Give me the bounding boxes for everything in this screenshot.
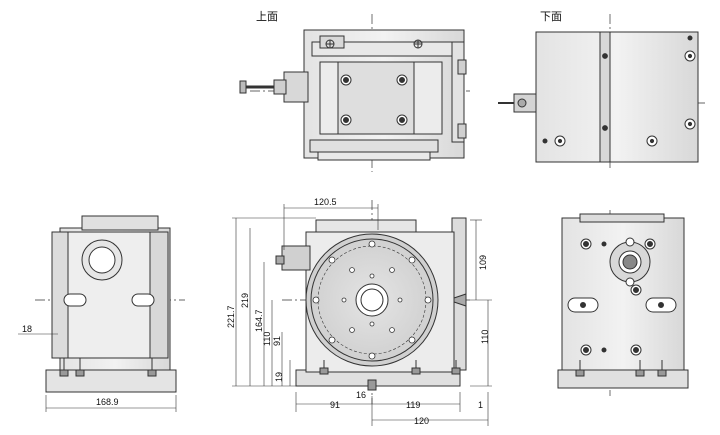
dim-110-right: 110 bbox=[480, 330, 490, 344]
front-dimensions bbox=[232, 204, 492, 426]
dim-91: 91 bbox=[330, 400, 340, 410]
dim-221-7: 221.7 bbox=[226, 305, 236, 328]
dim-120-5: 120.5 bbox=[314, 197, 337, 207]
bottom-view-label: 下面 bbox=[540, 10, 562, 23]
dim-168-9: 168.9 bbox=[96, 397, 119, 407]
side-view bbox=[35, 215, 185, 393]
plate-holes bbox=[312, 240, 432, 360]
dim-91-vertical: 91 bbox=[272, 336, 282, 346]
dim-18: 18 bbox=[22, 324, 32, 334]
front-view bbox=[275, 200, 470, 404]
bottom-view bbox=[498, 14, 705, 170]
side-dimensions bbox=[18, 333, 177, 412]
dim-219: 219 bbox=[240, 293, 250, 308]
dim-19: 19 bbox=[274, 372, 284, 382]
dim-119: 119 bbox=[406, 400, 420, 410]
back-view bbox=[557, 210, 689, 396]
dim-109: 109 bbox=[478, 255, 488, 270]
dim-164-7: 164.7 bbox=[254, 309, 264, 332]
top-view bbox=[239, 14, 470, 172]
dim-110-left: 110 bbox=[262, 332, 272, 346]
dim-1: 1 bbox=[478, 400, 483, 410]
dim-16: 16 bbox=[356, 390, 366, 400]
dim-120: 120 bbox=[414, 416, 429, 426]
top-view-label: 上面 bbox=[256, 10, 278, 23]
